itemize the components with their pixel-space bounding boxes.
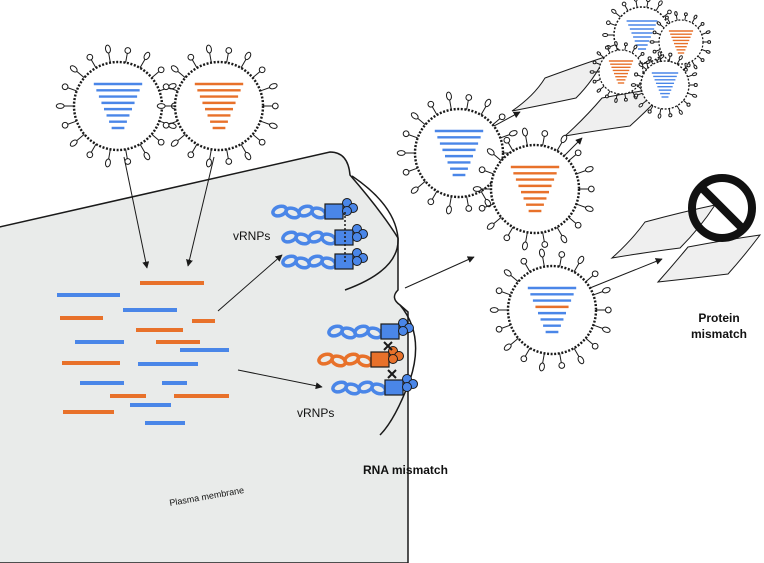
vrnps-bottom-label: vRNPs [297,406,334,420]
prohibition-icon [688,174,756,242]
arrow-virus-blue-to-cell [123,156,150,269]
vrnp-complexes [271,198,418,396]
virion-progeny-mismatch [489,248,612,372]
rna-segments [57,281,229,425]
arrow-virion-to-crystal-3 [579,258,663,293]
budding-site-top [344,175,399,291]
mismatch-cross-icon [387,369,397,379]
virion-small-orange-2 [589,41,652,103]
arrow-virus-orange-to-cell [186,156,215,267]
virion-progeny-orange [472,127,595,251]
host-cell [0,151,409,563]
vrnp-bottom-2 [331,374,418,396]
vrnp-bottom-1 [327,318,414,340]
vrnp-bottom-orange [317,346,404,368]
virion-parental-orange [156,44,279,168]
crystal-4 [656,234,762,283]
virion-small-blue-2 [630,51,698,119]
rna-mismatch-label: RNA mismatch [363,463,448,477]
arrow-rna-to-top-vrnps [217,254,283,312]
crystal-1 [511,56,606,112]
virion-progeny-blue [396,91,519,215]
vrnps-top-label: vRNPs [233,229,270,243]
vrnp-top-2 [281,224,368,246]
virions [55,0,712,372]
arrow-rna-to-bottom-vrnps [237,369,323,390]
virion-parental-blue [55,44,178,168]
arrow-cell-to-progeny [404,256,475,289]
mismatch-cross-icon [383,341,393,351]
protein-mismatch-label-line2: mismatch [691,327,747,341]
protein-mismatch-label-line1: Protein [698,311,739,325]
vrnp-top-3 [281,248,368,270]
